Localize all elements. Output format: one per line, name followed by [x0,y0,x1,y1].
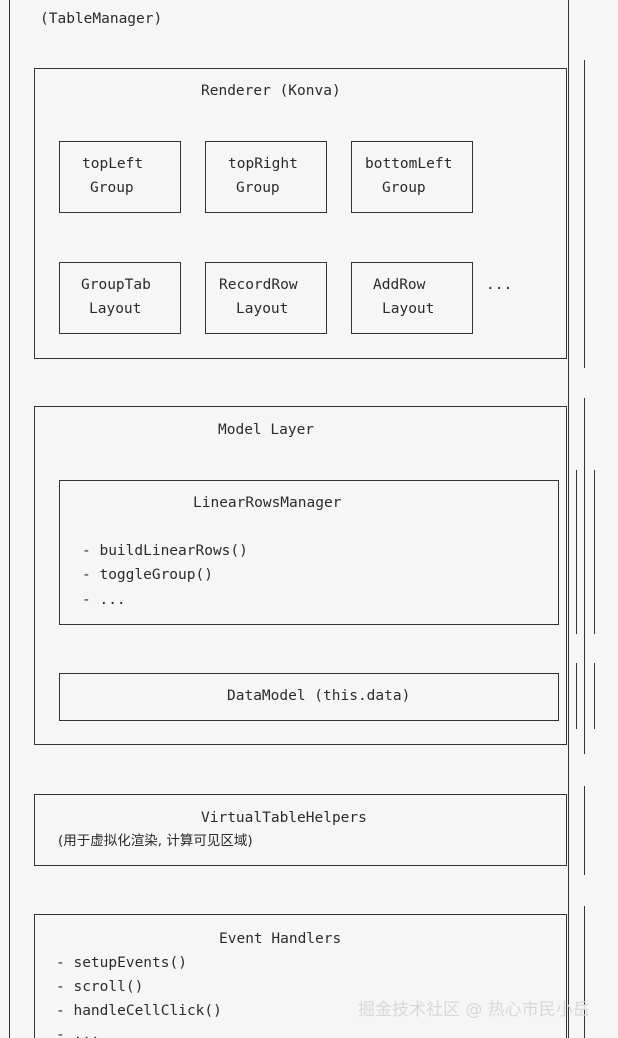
record-row-layout-line2: Layout [236,301,289,317]
linear-rows-manager-shadow-1 [576,470,577,634]
group-tab-layout-line2: Layout [89,301,142,317]
add-row-layout-line1: AddRow [373,277,426,293]
add-row-layout-line2: Layout [382,301,435,317]
method-scroll: - scroll() [56,979,144,995]
record-row-layout-line1: RecordRow [219,277,298,293]
bottom-left-group-line1: bottomLeft [365,156,453,172]
bottom-left-group-box [351,141,473,213]
method-toggle-group: - toggleGroup() [82,567,213,583]
method-more-events: - ... [56,1027,100,1038]
group-tab-layout-line1: GroupTab [81,277,151,293]
linear-rows-manager-shadow-2 [594,470,595,634]
data-model-box [59,673,559,721]
group-tab-layout-box [59,262,181,334]
record-row-layout-box [205,262,327,334]
virtual-table-helpers-shadow [584,786,585,875]
method-more: - ... [82,592,126,608]
renderer-shadow-border [584,60,585,368]
data-model-title: DataModel (this.data) [227,688,411,704]
watermark: 掘金技术社区 @ 热心市民小岳 [358,1000,590,1020]
linear-rows-manager-box [59,480,559,625]
table-manager-title: (TableManager) [40,11,163,27]
renderer-title: Renderer (Konva) [201,83,341,99]
top-left-group-line1: topLeft [82,156,144,172]
virtual-table-helpers-box [34,794,567,866]
outer-right-border [568,0,569,1038]
event-handlers-box [34,914,567,1038]
method-build-linear-rows: - buildLinearRows() [82,543,248,559]
virtual-table-helpers-description: (用于虚拟化渲染, 计算可见区域) [58,833,253,849]
bottom-left-group-line2: Group [382,180,426,196]
top-right-group-line2: Group [236,180,280,196]
top-right-group-box [205,141,327,213]
virtual-table-helpers-title: VirtualTableHelpers [201,810,367,826]
method-setup-events: - setupEvents() [56,955,187,971]
event-handlers-shadow [584,906,585,1038]
renderer-box [34,68,567,359]
data-model-shadow-2 [594,663,595,729]
outer-left-border [9,0,10,1038]
data-model-shadow-1 [576,663,577,729]
model-layer-title: Model Layer [218,422,315,438]
top-left-group-line2: Group [90,180,134,196]
linear-rows-manager-title: LinearRowsManager [193,495,342,511]
model-layer-box [34,406,567,745]
top-right-group-line1: topRight [228,156,298,172]
renderer-ellipsis: ... [486,277,513,293]
top-left-group-box [59,141,181,213]
add-row-layout-box [351,262,473,334]
model-layer-shadow-border [584,398,585,754]
event-handlers-title: Event Handlers [219,931,342,947]
method-handle-cell-click: - handleCellClick() [56,1003,222,1019]
